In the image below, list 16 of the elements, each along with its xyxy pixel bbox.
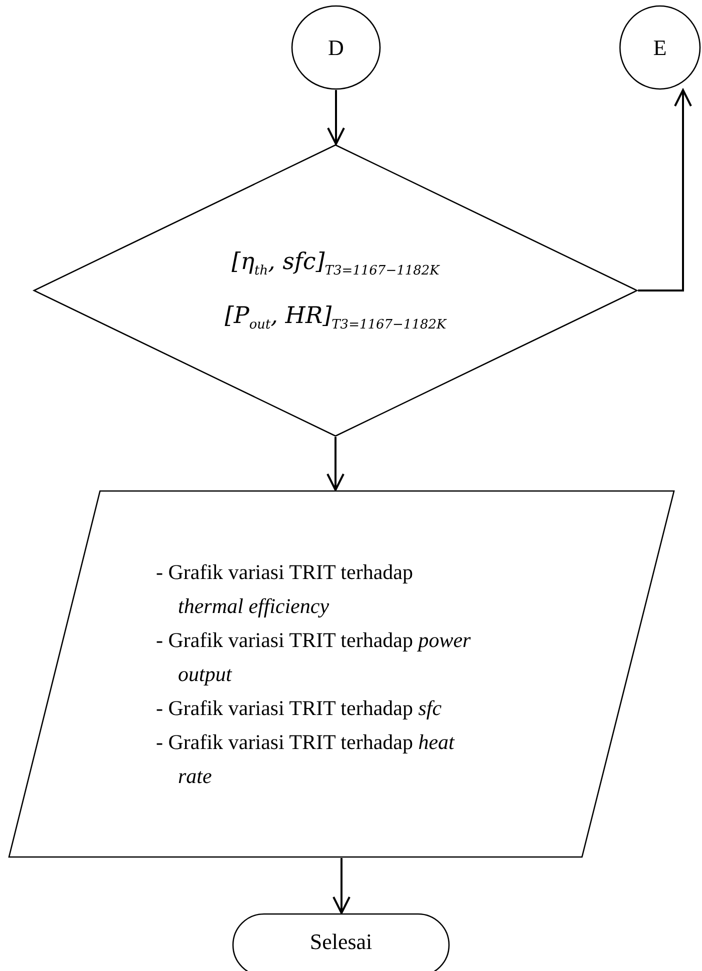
- formula-text: [η$_{th}$, sfc]$_{T3=1167−1182K}$: [232, 248, 440, 278]
- arrow: [327, 90, 345, 145]
- list-item: - Grafik variasi TRIT terhadap thermal efficiency: [156, 559, 414, 620]
- node-label: E: [653, 34, 667, 60]
- decision-diamond: [33, 144, 638, 437]
- connector-circle: [291, 5, 381, 90]
- node-label: Selesai: [310, 929, 372, 955]
- arrow: [638, 89, 692, 292]
- arrow: [326, 437, 344, 491]
- list-item: - Grafik variasi TRIT terhadap heat rate: [156, 729, 456, 790]
- node-label: D: [328, 34, 344, 60]
- output-parallelogram: [8, 490, 675, 858]
- formula-text: [P$_{out}$, HR]$_{T3=1167−1182K}$: [224, 302, 446, 332]
- list-item: - Grafik variasi TRIT terhadap sfc: [156, 695, 443, 722]
- connector-circle: [619, 5, 701, 90]
- arrow: [332, 858, 350, 914]
